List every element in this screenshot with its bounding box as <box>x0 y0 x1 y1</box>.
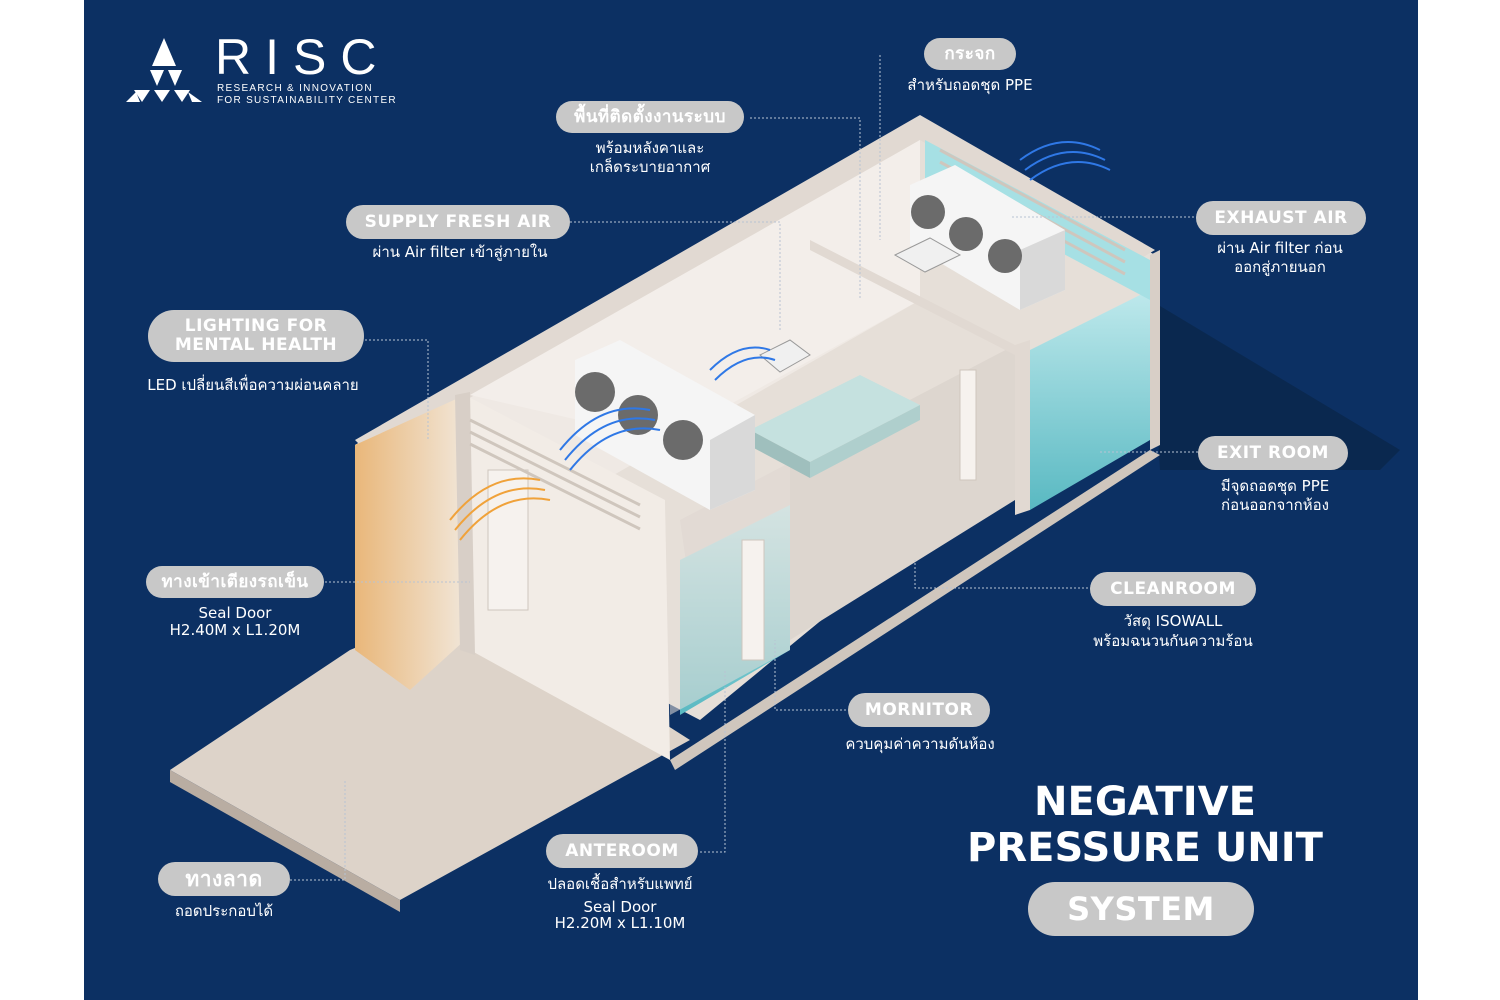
label-lighting: LIGHTING FOR MENTAL HEALTH <box>148 310 364 362</box>
ac-unit-main <box>575 340 755 510</box>
label-exit-room: EXIT ROOM <box>1198 436 1348 470</box>
label-lighting-line-1: LIGHTING FOR <box>184 316 328 336</box>
label-bed-entry: ทางเข้าเตียงรถเข็น <box>146 566 324 598</box>
label-exhaust-air: EXHAUST AIR <box>1196 201 1366 235</box>
desc-lighting: LED เปลี่ยนสีเพื่อความผ่อนคลาย <box>147 376 359 394</box>
label-ramp: ทางลาด <box>158 862 290 896</box>
main-title-line-1: NEGATIVE <box>1034 779 1256 825</box>
desc-cleanroom-2: พร้อมฉนวนกันความร้อน <box>1093 632 1253 650</box>
desc-install-area-1: พร้อมหลังคาและ <box>595 139 705 157</box>
desc-anteroom-3: H2.20M x L1.10M <box>554 914 686 932</box>
hospital-bed <box>750 375 920 478</box>
label-mornitor: MORNITOR <box>848 693 990 727</box>
risc-logo-icon <box>126 38 202 102</box>
logo-title: RISC <box>215 29 391 85</box>
label-install-area: พื้นที่ติดตั้งงานระบบ <box>556 101 744 133</box>
desc-supply-fresh-air: ผ่าน Air filter เข้าสู่ภายใน <box>372 243 548 261</box>
desc-exit-room-1: มีจุดถอดชุด PPE <box>1220 477 1330 495</box>
desc-anteroom-2: Seal Door <box>583 898 657 916</box>
label-cleanroom: CLEANROOM <box>1090 572 1256 606</box>
main-title-badge: SYSTEM <box>1028 882 1254 936</box>
airflow-warm <box>449 477 551 541</box>
desc-install-area-2: เกล็ดระบายอากาศ <box>589 158 711 176</box>
desc-ramp: ถอดประกอบได้ <box>174 902 274 920</box>
building-shadow <box>1150 300 1400 470</box>
label-supply-fresh-air: SUPPLY FRESH AIR <box>346 205 570 239</box>
desc-bed-entry-2: H2.40M x L1.20M <box>169 621 301 639</box>
label-glass: กระจก <box>924 38 1016 70</box>
desc-mornitor: ควบคุมค่าความดันห้อง <box>845 735 995 753</box>
desc-cleanroom-1: วัสดุ ISOWALL <box>1123 612 1223 630</box>
logo-subtitle-1: RESEARCH & INNOVATION <box>217 83 373 94</box>
desc-exhaust-air-2: ออกสู่ภายนอก <box>1234 258 1326 276</box>
main-title-line-2: PRESSURE UNIT <box>967 825 1323 871</box>
desc-glass: สำหรับถอดชุด PPE <box>907 76 1033 94</box>
ac-unit-exhaust <box>910 165 1065 310</box>
desc-exhaust-air-1: ผ่าน Air filter ก่อน <box>1217 239 1343 257</box>
desc-exit-room-2: ก่อนออกจากห้อง <box>1221 496 1329 514</box>
logo-subtitle-2: FOR SUSTAINABILITY CENTER <box>217 95 397 106</box>
label-lighting-line-2: MENTAL HEALTH <box>174 335 338 355</box>
airflow-cool <box>559 141 1111 471</box>
desc-anteroom-1: ปลอดเชื้อสำหรับแพทย์ <box>547 875 693 893</box>
leader-lines <box>290 55 1198 881</box>
desc-bed-entry-1: Seal Door <box>198 604 272 622</box>
label-anteroom: ANTEROOM <box>546 834 698 868</box>
air-filter <box>759 237 962 373</box>
